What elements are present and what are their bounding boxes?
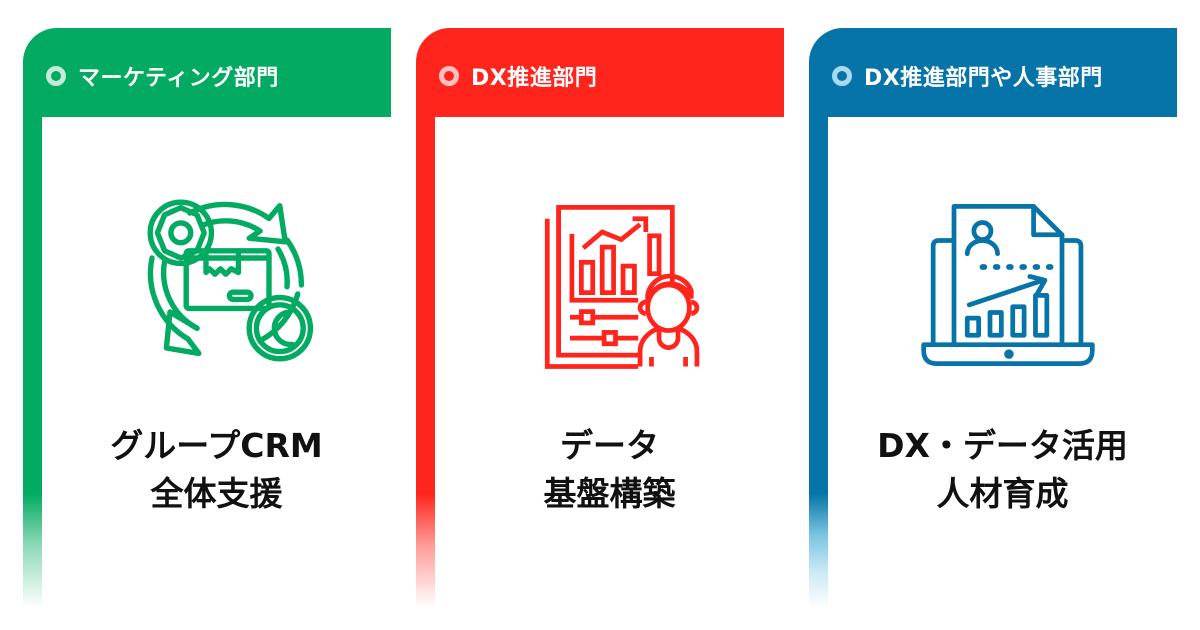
- card-body: データ 基盤構築: [435, 117, 784, 608]
- card-dx: DX推進部門: [416, 28, 784, 608]
- card-title-line1: DX・データ活用: [877, 426, 1128, 465]
- department-label: マーケティング部門: [78, 66, 279, 91]
- card-title-line2: 人材育成: [936, 474, 1069, 513]
- card-header: [809, 28, 1177, 117]
- ring-bullet-icon: [46, 66, 66, 86]
- card-title: データ 基盤構築: [435, 422, 784, 518]
- card-title-line2: 全体支援: [150, 474, 283, 513]
- ring-bullet-icon: [439, 66, 459, 86]
- card-title-line2: 基盤構築: [543, 474, 676, 513]
- card-marketing: マーケティング部門: [23, 28, 391, 608]
- department-label: DX推進部門: [471, 66, 598, 91]
- card-body: DX・データ活用 人材育成: [828, 117, 1177, 608]
- card-side-bar: [23, 88, 42, 608]
- crm-cycle-icon: [147, 199, 314, 362]
- card-body: グループCRM 全体支援: [42, 117, 391, 608]
- card-title: グループCRM 全体支援: [42, 422, 391, 518]
- card-header: [416, 28, 784, 117]
- department-label-row: マーケティング部門: [46, 64, 279, 91]
- ring-bullet-icon: [832, 66, 852, 86]
- card-side-bar: [809, 88, 828, 608]
- card-side-bar: [416, 88, 435, 608]
- data-dashboard-analyst-icon: [544, 205, 700, 369]
- department-label-row: DX推進部門: [439, 64, 597, 91]
- card-title-line1: データ: [560, 426, 659, 465]
- laptop-report-growth-icon: [921, 204, 1095, 366]
- card-title: DX・データ活用 人材育成: [828, 422, 1177, 518]
- card-dx-hr: DX推進部門や人事部門: [809, 28, 1177, 608]
- department-label: DX推進部門や人事部門: [864, 66, 1103, 91]
- card-header: [23, 28, 391, 117]
- card-title-line1: グループCRM: [110, 426, 323, 465]
- department-label-row: DX推進部門や人事部門: [832, 64, 1103, 91]
